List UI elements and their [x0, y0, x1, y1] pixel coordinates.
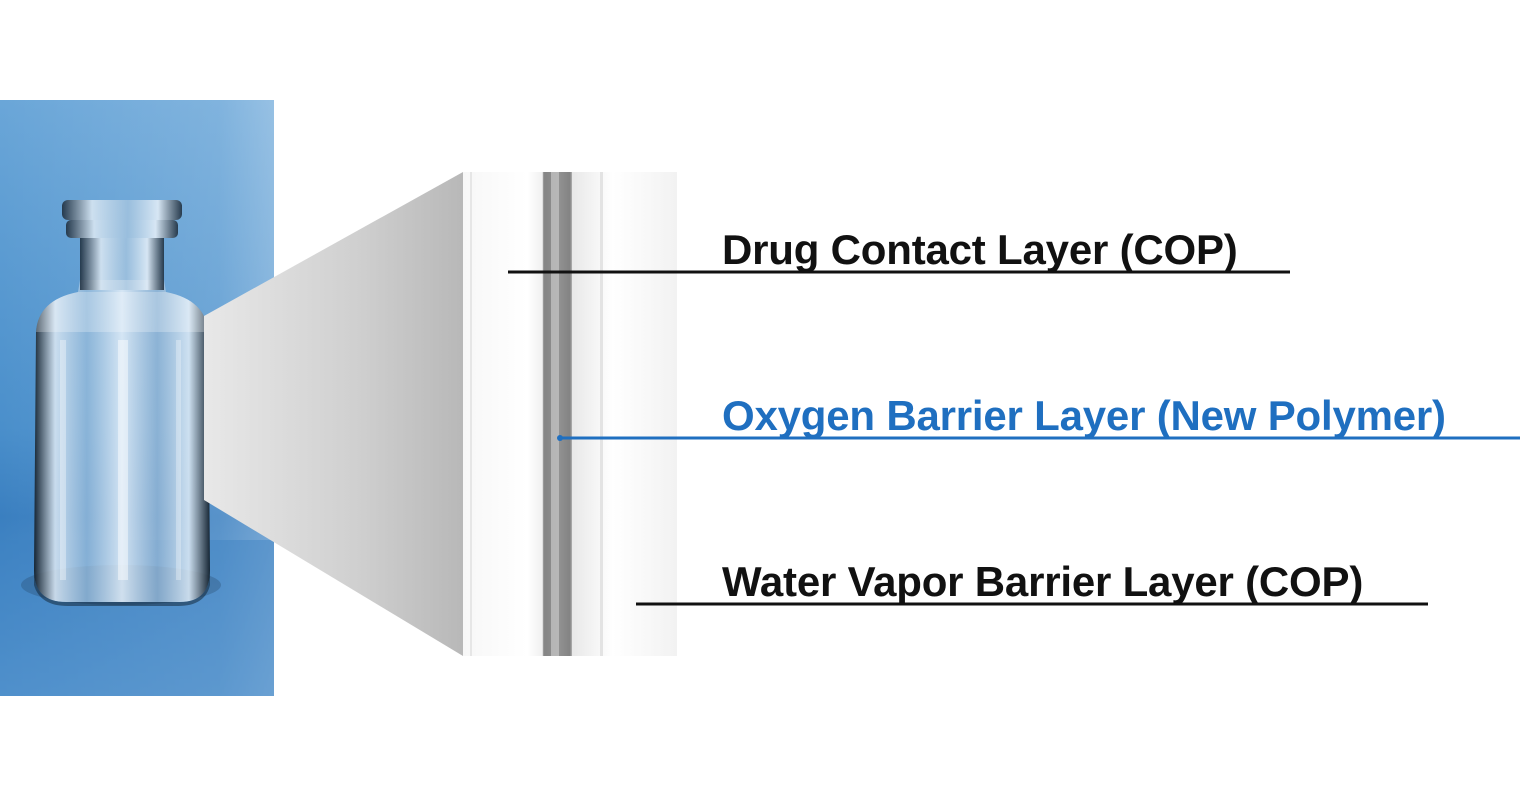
vial-icon: [21, 200, 221, 606]
oxygen-barrier-layer-label: Oxygen Barrier Layer (New Polymer): [722, 392, 1446, 439]
water-vapor-barrier-layer-label: Water Vapor Barrier Layer (COP): [722, 558, 1364, 605]
cross-section: [463, 172, 677, 656]
drug-contact-layer-label: Drug Contact Layer (COP): [722, 226, 1238, 273]
zoom-cone: [204, 172, 463, 656]
